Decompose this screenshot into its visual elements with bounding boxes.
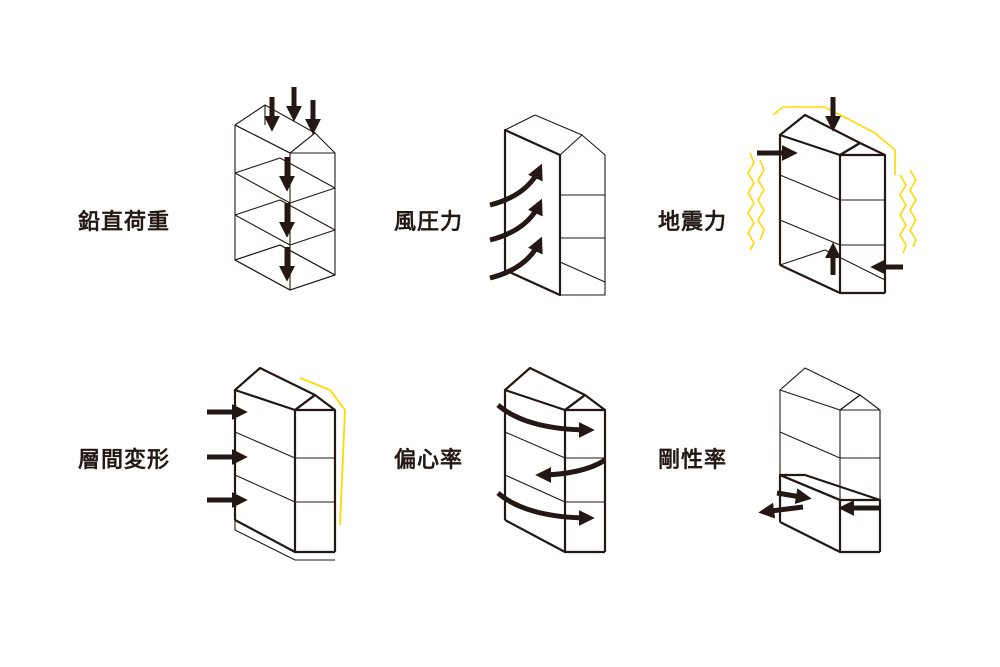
label-eccentricity: 偏心率 [394,448,464,473]
label-wind-pressure: 風圧力 [394,210,464,235]
wind-arrow [489,198,543,243]
label-vertical-load: 鉛直荷重 [78,210,171,235]
label-seismic-force: 地震力 [658,210,728,235]
stiffness-ratio-diagram [755,360,885,560]
wind-pressure-diagram [485,110,615,300]
torsion-arrow [496,403,595,438]
vertical-load-diagram [225,85,355,300]
torsion-arrow [535,457,607,483]
wind-arrow [489,236,543,281]
eccentricity-diagram [490,360,615,560]
arrow-right [776,488,812,505]
label-story-drift: 層間変形 [78,448,171,473]
seismic-force-diagram [745,95,920,300]
label-stiffness-ratio: 剛性率 [658,448,728,473]
wind-arrow [489,163,543,208]
torsion-arrow [496,491,595,526]
story-drift-diagram [205,360,350,561]
arrow-left [758,502,804,519]
